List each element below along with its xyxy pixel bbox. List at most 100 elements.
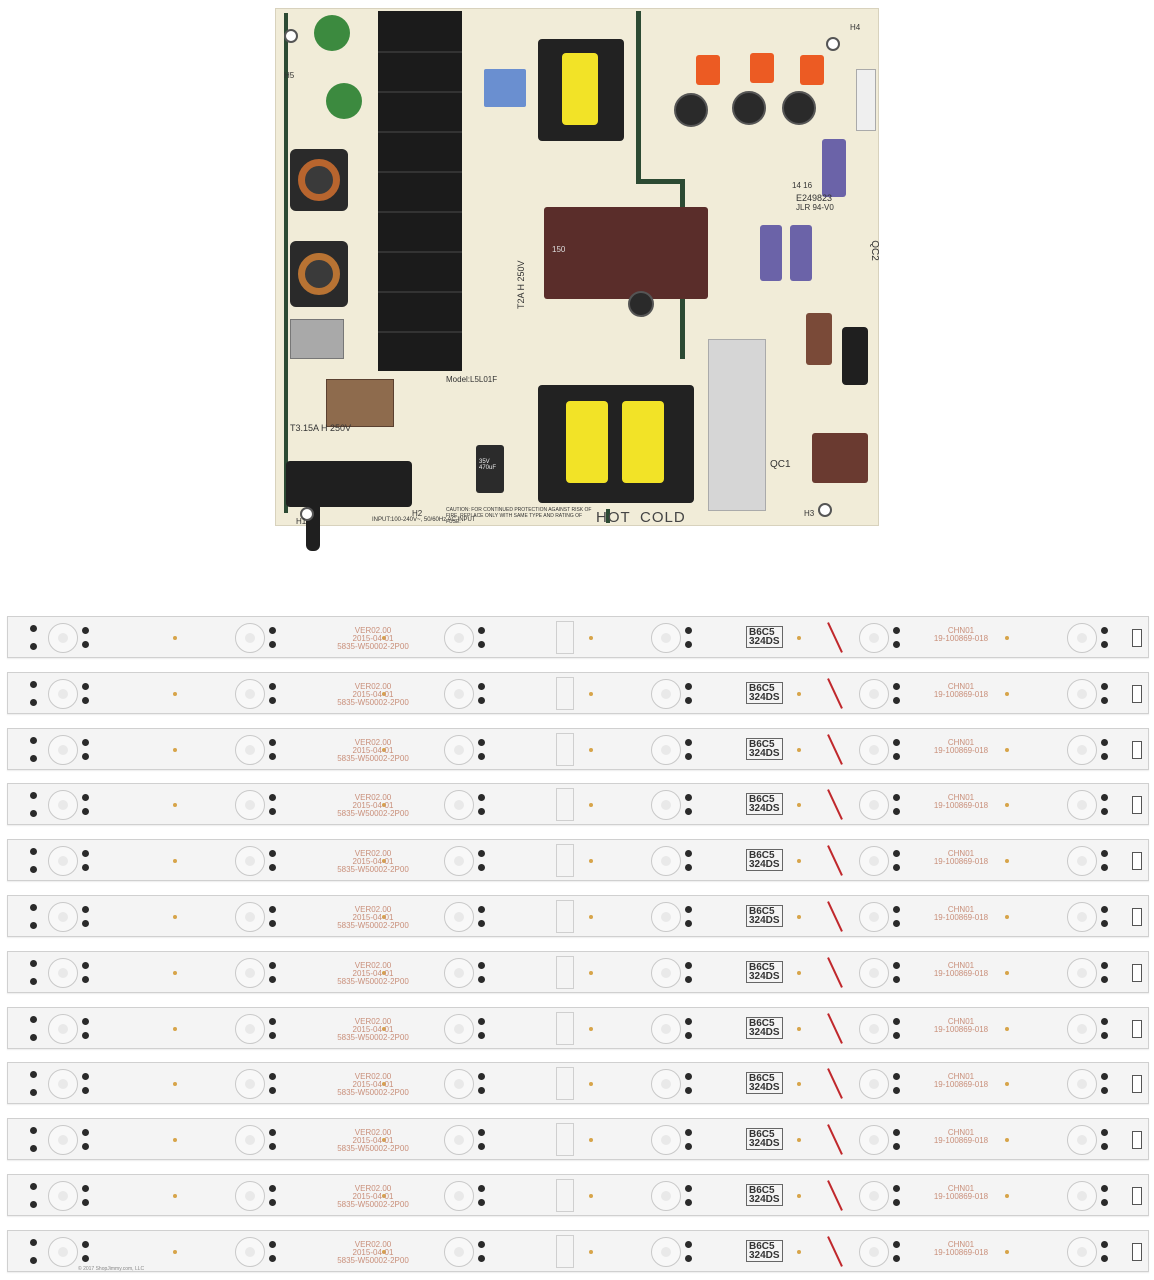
solder-pad (685, 627, 692, 634)
connector-slot (556, 844, 574, 878)
strip-date: 2015-04-01 (352, 1136, 394, 1146)
strip-version: VER02.00 (354, 1128, 392, 1138)
solder-pad (30, 1183, 37, 1190)
solder-pad (1101, 1031, 1108, 1039)
solder-pad (893, 696, 900, 704)
solder-pad (1101, 1254, 1108, 1262)
solder-pad (82, 1031, 89, 1039)
solder-pad (478, 906, 485, 913)
component-dot (589, 747, 593, 752)
component-dot (382, 691, 386, 696)
h5-label: H5 (284, 71, 295, 80)
solder-pad (478, 1031, 485, 1039)
component-dot (382, 1249, 386, 1254)
strip-part-number: 5835-W50002-2P00 (337, 1088, 409, 1098)
solder-pad (685, 906, 692, 913)
strip-code-line: B6C5 (749, 1017, 775, 1029)
component-dot (797, 691, 801, 696)
electrolytic-capacitor (790, 225, 812, 281)
component-dot (382, 1138, 386, 1143)
strip-connector (1132, 1187, 1142, 1205)
strip-connector (1132, 629, 1142, 647)
solder-pad (269, 961, 276, 969)
component-dot (797, 1138, 801, 1143)
strip-right-label-2: 19-100869-018 (933, 1080, 989, 1090)
strip-part-number: 5835-W50002-2P00 (337, 753, 409, 763)
solder-pad (30, 625, 37, 632)
led-lens (444, 1236, 474, 1267)
strip-right-label-1: CHN01 (947, 793, 975, 803)
solder-pad (82, 794, 89, 802)
date-code: 14 16 (792, 181, 813, 190)
solder-pad (30, 1238, 37, 1246)
strip-code-line: B6C5 (749, 1185, 775, 1196)
strip-date: 2015-04-01 (352, 745, 394, 755)
solder-pad (82, 1185, 89, 1192)
solder-pad (478, 794, 485, 802)
solder-pad (30, 792, 37, 800)
strip-connector (1132, 684, 1142, 703)
electrolytic-capacitor (476, 445, 504, 493)
component-dot (589, 1138, 593, 1143)
component-dot (797, 1082, 801, 1087)
strip-right-label-2: 19-100869-018 (933, 1136, 989, 1146)
component-dot (173, 1026, 177, 1031)
solder-pad (478, 920, 485, 927)
pcb-trace (636, 11, 641, 181)
solder-pad (269, 1143, 276, 1151)
led-lens (235, 678, 265, 709)
solder-pad (685, 1240, 692, 1248)
header-connector (856, 69, 876, 131)
component-dot (589, 691, 593, 696)
solder-pad (269, 738, 276, 746)
component-dot (797, 803, 801, 808)
led-lens (1067, 1236, 1097, 1267)
component-dot (173, 1138, 177, 1143)
solder-pad (893, 738, 900, 746)
strip-connector (1132, 1242, 1142, 1261)
strip-code-line: B6C5 (749, 961, 775, 973)
solder-pad (1101, 961, 1108, 969)
led-lens (48, 734, 78, 765)
strip-part-number: 5835-W50002-2P00 (337, 1255, 409, 1265)
strip-date: 2015-04-01 (352, 1247, 394, 1257)
component-dot (589, 803, 593, 808)
component-dot (797, 1249, 801, 1254)
solder-pad (893, 1031, 900, 1039)
mounting-hole (284, 29, 298, 43)
solder-pad (893, 906, 900, 913)
component-dot (589, 1194, 593, 1198)
component-dot (1005, 747, 1009, 752)
led-lens (859, 734, 889, 765)
solder-pad (30, 1145, 37, 1153)
solder-pad (685, 641, 692, 648)
pcb-trace (606, 509, 610, 523)
fuse-rating-label: T2A H 250V (516, 260, 526, 309)
solder-pad (82, 738, 89, 746)
strip-right-label-2: 19-100869-018 (933, 1247, 989, 1257)
solder-pad (82, 1240, 89, 1248)
solder-pad (893, 961, 900, 969)
solder-pad (30, 922, 37, 929)
h4-label: H4 (850, 23, 861, 32)
solder-pad (685, 1017, 692, 1025)
led-lens (235, 623, 265, 653)
strip-right-label-2: 19-100869-018 (933, 745, 989, 755)
red-marker-line (827, 733, 843, 765)
solder-pad (1101, 738, 1108, 746)
strip-code-line: 324DS (749, 803, 780, 815)
film-capacitor (800, 55, 824, 85)
solder-pad (82, 1254, 89, 1262)
led-lens (48, 1125, 78, 1156)
solder-pad (685, 1031, 692, 1039)
solder-pad (82, 1017, 89, 1025)
strip-right-label-1: CHN01 (947, 1016, 975, 1026)
solder-pad (269, 1129, 276, 1137)
connector-slot (556, 900, 574, 933)
